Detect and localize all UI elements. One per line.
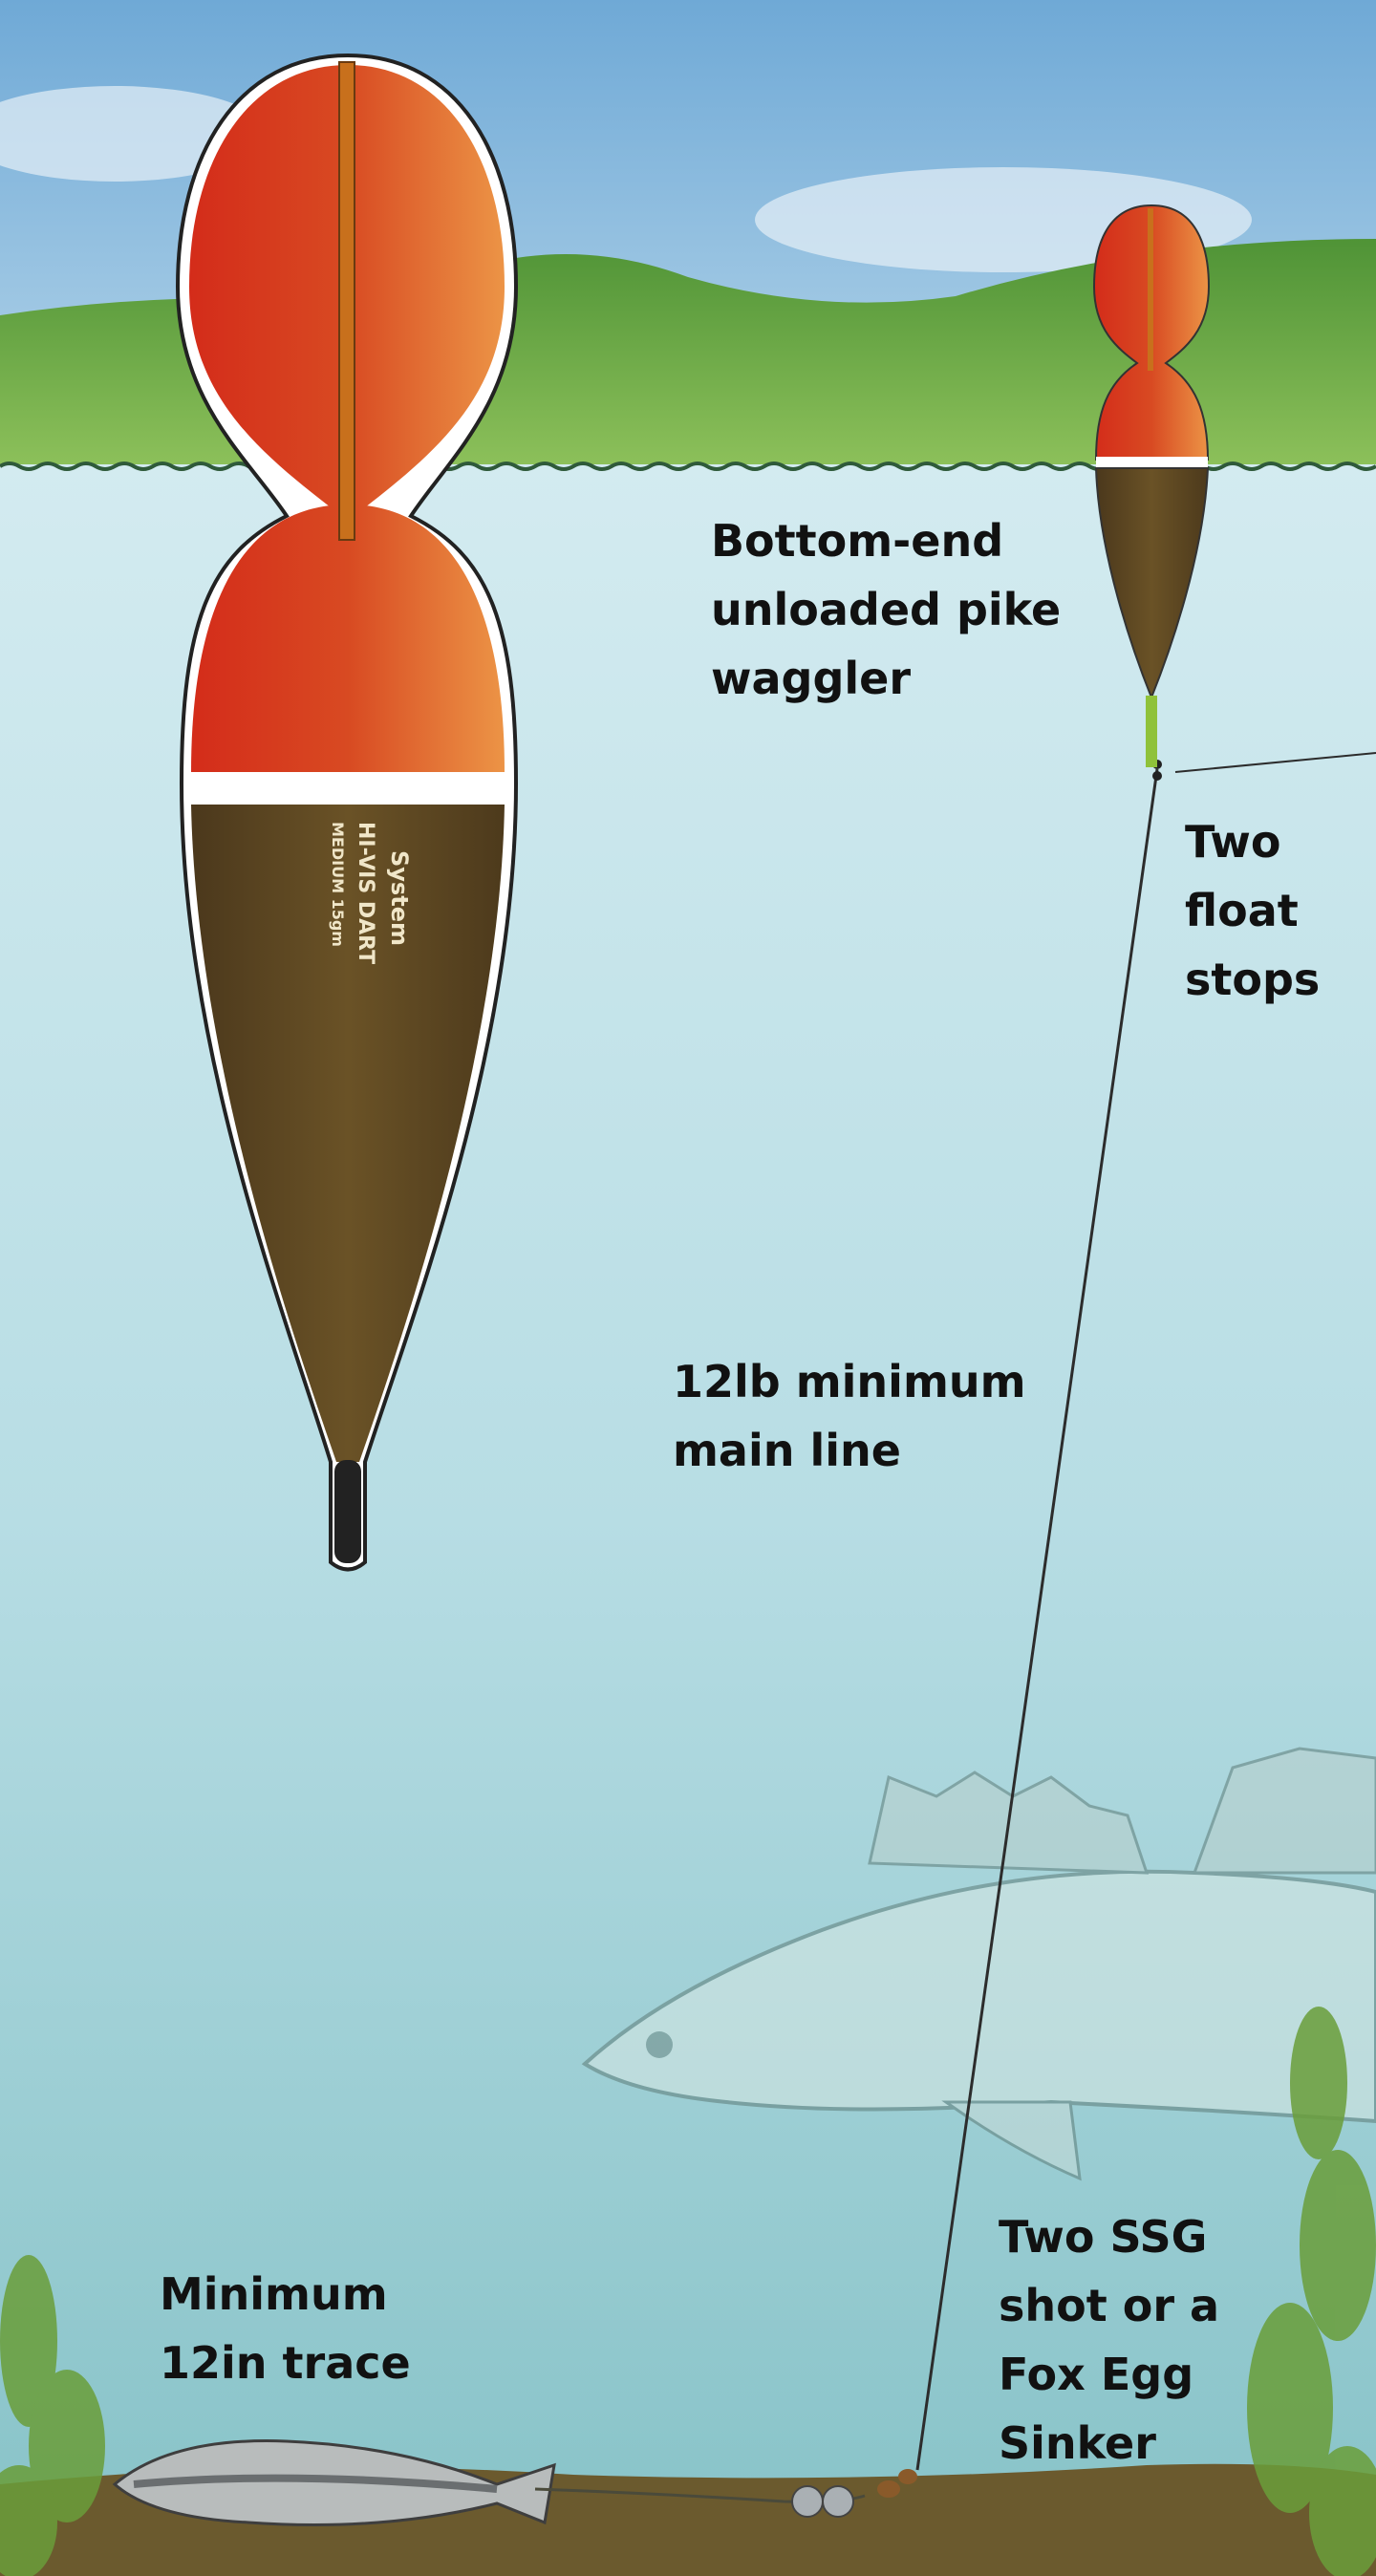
label-line: Minimum (160, 2268, 388, 2320)
float-stop (1152, 771, 1162, 781)
ssg-shot (791, 2485, 854, 2518)
deadbait-fish (112, 2439, 556, 2526)
label-line: 12in trace (160, 2337, 411, 2389)
float-stem-small (1146, 696, 1157, 767)
label-line: waggler (711, 653, 912, 704)
float-logo: System HI-VIS DART MEDIUM 15gm (329, 822, 413, 964)
float-stops-pointer (1174, 752, 1376, 773)
float-in-water (1092, 204, 1211, 767)
label-main-line: 12lb minimum main line (673, 1347, 1026, 1485)
logo-text-size: MEDIUM 15gm (329, 822, 347, 947)
label-float-stops: Two float stops (1185, 807, 1320, 1014)
logo-text-model: HI-VIS DART (354, 822, 377, 964)
label-trace: Minimum 12in trace (160, 2260, 411, 2397)
label-line: Fox Egg (999, 2349, 1194, 2400)
float-stem (334, 1460, 361, 1563)
label-line: Two (1185, 816, 1281, 868)
swivel (877, 2469, 917, 2498)
label-weights: Two SSG shot or a Fox Egg Sinker (999, 2202, 1219, 2478)
label-line: Sinker (999, 2417, 1156, 2469)
main-line (915, 768, 1159, 2471)
label-line: 12lb minimum (673, 1356, 1026, 1407)
label-line: Two SSG (999, 2211, 1208, 2263)
weed-left (0, 2255, 105, 2576)
label-float-type: Bottom-end unloaded pike waggler (711, 506, 1061, 713)
weed-right (1247, 2007, 1376, 2576)
label-line: Bottom-end (711, 515, 1004, 567)
label-line: float (1185, 885, 1299, 936)
label-line: stops (1185, 954, 1321, 1005)
label-line: main line (673, 1425, 901, 1476)
label-line: shot or a (999, 2280, 1220, 2331)
label-line: unloaded pike (711, 584, 1062, 635)
logo-text-system: System (386, 850, 413, 946)
float-closeup: System HI-VIS DART MEDIUM 15gm (175, 53, 519, 1572)
